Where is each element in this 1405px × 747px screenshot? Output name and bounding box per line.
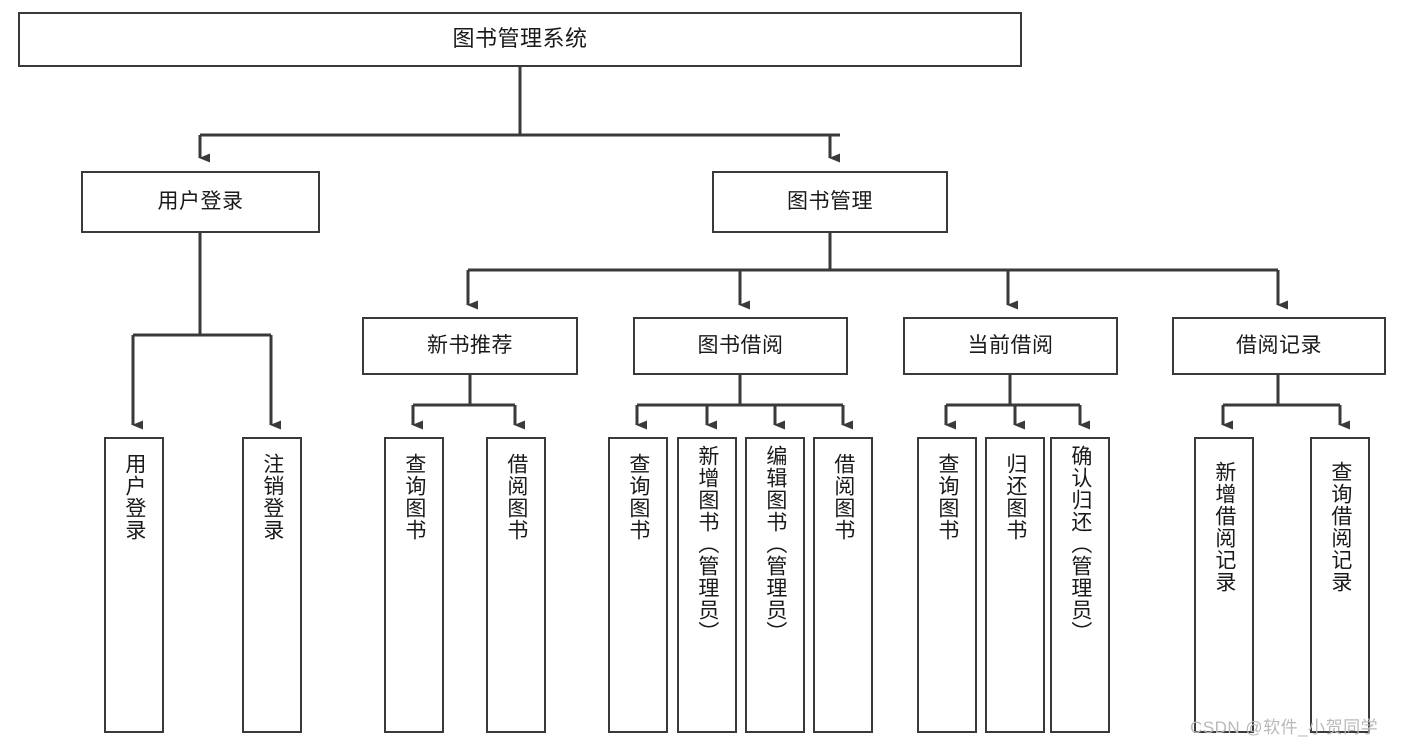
leaf-add-book-admin[interactable]: 新增图书（管理员） bbox=[677, 437, 737, 733]
leaf-add-borrow-record-label: 新增借阅记录 bbox=[1212, 461, 1236, 593]
leaf-query-book-1[interactable]: 查询图书 bbox=[384, 437, 444, 733]
node-root-system-label: 图书管理系统 bbox=[452, 26, 588, 52]
leaf-confirm-return-admin-label: 确认归还（管理员） bbox=[1068, 445, 1092, 643]
node-book-borrow-label: 图书借阅 bbox=[697, 334, 784, 358]
csdn-watermark: CSDN @软件_小贺同学 bbox=[1190, 718, 1379, 737]
node-new-book-recommend[interactable]: 新书推荐 bbox=[362, 317, 578, 375]
leaf-add-book-admin-label: 新增图书（管理员） bbox=[695, 445, 719, 643]
node-current-borrow-label: 当前借阅 bbox=[967, 334, 1054, 358]
leaf-query-borrow-record-label: 查询借阅记录 bbox=[1328, 461, 1352, 593]
leaf-query-book-3[interactable]: 查询图书 bbox=[917, 437, 977, 733]
leaf-query-book-3-label: 查询图书 bbox=[935, 453, 959, 541]
leaf-borrow-book-1-label: 借阅图书 bbox=[504, 453, 528, 541]
leaf-query-borrow-record[interactable]: 查询借阅记录 bbox=[1310, 437, 1370, 733]
node-borrow-record[interactable]: 借阅记录 bbox=[1172, 317, 1386, 375]
leaf-logout[interactable]: 注销登录 bbox=[242, 437, 302, 733]
node-root-system[interactable]: 图书管理系统 bbox=[18, 12, 1022, 67]
leaf-borrow-book-2-label: 借阅图书 bbox=[831, 453, 855, 541]
node-book-borrow[interactable]: 图书借阅 bbox=[633, 317, 848, 375]
leaf-edit-book-admin[interactable]: 编辑图书（管理员） bbox=[745, 437, 805, 733]
node-user-login-label: 用户登录 bbox=[157, 190, 244, 214]
leaf-query-book-2-label: 查询图书 bbox=[626, 453, 650, 541]
leaf-confirm-return-admin[interactable]: 确认归还（管理员） bbox=[1050, 437, 1110, 733]
leaf-add-borrow-record[interactable]: 新增借阅记录 bbox=[1194, 437, 1254, 733]
leaf-edit-book-admin-label: 编辑图书（管理员） bbox=[763, 445, 787, 643]
leaf-query-book-1-label: 查询图书 bbox=[402, 453, 426, 541]
leaf-logout-label: 注销登录 bbox=[260, 453, 284, 541]
node-current-borrow[interactable]: 当前借阅 bbox=[903, 317, 1118, 375]
leaf-user-login[interactable]: 用户登录 bbox=[104, 437, 164, 733]
leaf-borrow-book-2[interactable]: 借阅图书 bbox=[813, 437, 873, 733]
leaf-return-book-label: 归还图书 bbox=[1003, 453, 1027, 541]
node-new-book-recommend-label: 新书推荐 bbox=[427, 334, 513, 358]
node-book-manage[interactable]: 图书管理 bbox=[712, 171, 948, 233]
leaf-user-login-label: 用户登录 bbox=[122, 453, 146, 541]
node-borrow-record-label: 借阅记录 bbox=[1236, 334, 1322, 358]
leaf-query-book-2[interactable]: 查询图书 bbox=[608, 437, 668, 733]
node-user-login[interactable]: 用户登录 bbox=[81, 171, 320, 233]
node-book-manage-label: 图书管理 bbox=[787, 190, 873, 214]
leaf-borrow-book-1[interactable]: 借阅图书 bbox=[486, 437, 546, 733]
leaf-return-book[interactable]: 归还图书 bbox=[985, 437, 1045, 733]
